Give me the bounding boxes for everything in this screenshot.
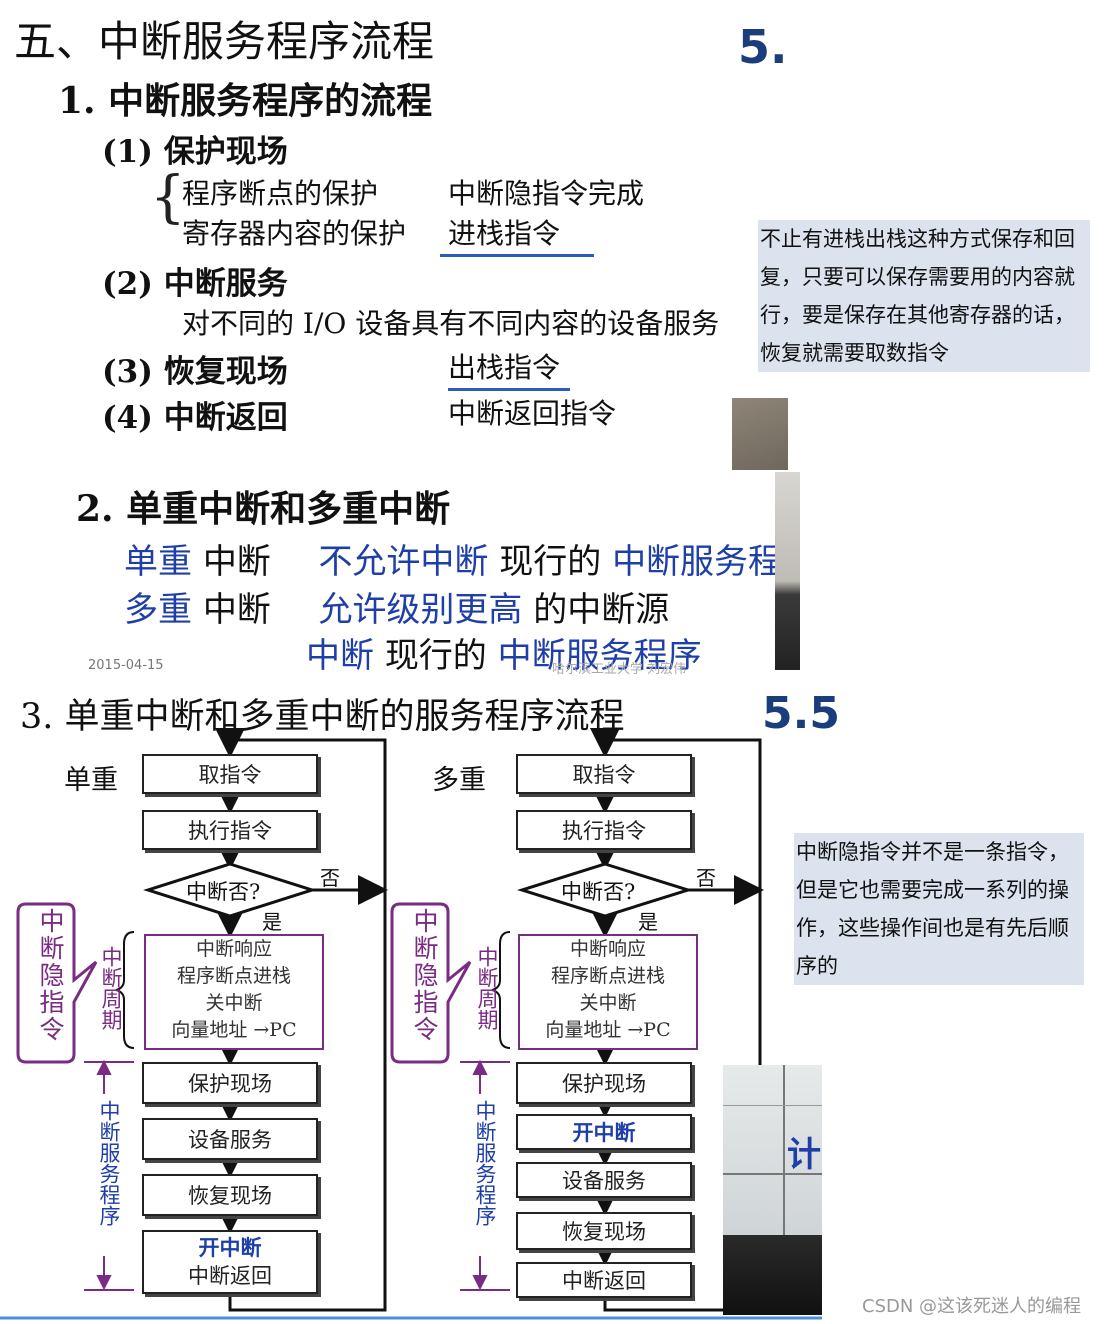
annotation-note-1: 不止有进栈出栈这种方式保存和回复，只要可以保存需要用的内容就行，要是保存在其他寄… [758, 220, 1090, 372]
single-fetch-box: 取指令 [142, 754, 318, 794]
multi-service-box: 设备服务 [516, 1162, 692, 1198]
row-multi-source: 的中断源 [533, 590, 670, 630]
multi-cycle-line-4: 向量地址 →PC [545, 1019, 671, 1041]
multi-hidden-instruction-label: 中断隐指令 [410, 908, 439, 1043]
photo-character: 计 [787, 1135, 821, 1175]
multi-cycle-box: 中断响应 程序断点进栈 关中断 向量地址 →PC [518, 934, 698, 1050]
slide1-title: 五、中断服务程序流程 [14, 17, 435, 66]
row-single-not-allowed: 不允许中断 [318, 542, 489, 582]
single-label: 单重 [64, 765, 118, 796]
multi-label: 多重 [432, 765, 486, 796]
row-multi2-isr: 中断服务程序 [497, 636, 702, 676]
item-breakpoint-left: 程序断点的保护 [182, 177, 379, 210]
step-service-desc: 对不同的 I/O 设备具有不同内容的设备服务 [182, 307, 720, 340]
row-single-term: 单重 [124, 542, 192, 582]
step-return: (4) 中断返回 [102, 400, 288, 436]
single-no-label: 否 [320, 866, 340, 890]
single-cycle-box: 中断响应 程序断点进栈 关中断 向量地址 →PC [144, 934, 324, 1050]
step-restore-right: 出栈指令 [448, 346, 571, 391]
single-return-text: 中断返回 [188, 1264, 272, 1288]
single-cycle-line-1: 中断响应 [195, 938, 272, 960]
video-photo-2 [775, 472, 800, 670]
multi-save-box: 保护现场 [516, 1062, 692, 1104]
single-cycle-line-2: 程序断点进栈 [176, 965, 291, 987]
multi-cycle-line-2: 程序断点进栈 [550, 965, 665, 987]
multi-enable-box: 开中断 [516, 1114, 692, 1150]
row-single-isr: 中断服务程 [612, 542, 783, 582]
row-multi-interrupt: 中断 [202, 590, 271, 630]
multi-fetch-box: 取指令 [516, 754, 692, 794]
single-enable-return-box: 开中断 中断返回 [142, 1230, 318, 1294]
single-isr-label: 中断服务程序 [97, 1100, 121, 1226]
row-multi-allowed: 允许级别更高 [318, 590, 523, 630]
item-register-right: 进栈指令 [440, 212, 595, 257]
single-cycle-line-4: 向量地址 →PC [171, 1019, 297, 1041]
multi-cycle-line-3: 关中断 [579, 992, 637, 1014]
multi-restore-box: 恢复现场 [516, 1212, 692, 1250]
single-save-box: 保护现场 [142, 1062, 318, 1104]
single-decision-text: 中断否? [186, 880, 261, 904]
slide2-subtitle: 2. 单重中断和多重中断 [76, 488, 451, 530]
single-service-box: 设备服务 [142, 1118, 318, 1160]
step-protect: (1) 保护现场 [102, 134, 288, 170]
single-enable-text: 开中断 [198, 1235, 262, 1260]
single-cycle-line-3: 关中断 [205, 992, 263, 1014]
step-service: (2) 中断服务 [102, 266, 288, 302]
multi-isr-label: 中断服务程序 [473, 1100, 497, 1226]
row-single-current: 现行的 [499, 542, 602, 582]
item-breakpoint-right: 中断隐指令完成 [448, 177, 645, 210]
row-single: 单重 中断 不允许中断 现行的 中断服务程 [124, 534, 782, 582]
single-hidden-instruction-label: 中断隐指令 [36, 908, 65, 1043]
single-cycle-label: 中断周期 [99, 946, 123, 1030]
video-photo-1 [732, 398, 788, 470]
slide1-section-number: 5. [738, 20, 788, 74]
slide-footer: 哈尔滨工业大学 刘宏伟 [552, 662, 687, 677]
step-restore: (3) 恢复现场 [102, 354, 288, 390]
row-multi-2: 中断 现行的 中断服务程序 [306, 628, 702, 677]
multi-cycle-line-1: 中断响应 [569, 938, 646, 960]
multi-exec-box: 执行指令 [516, 810, 692, 850]
multi-no-label: 否 [696, 866, 716, 890]
step-return-right: 中断返回指令 [448, 397, 617, 430]
multi-cycle-label: 中断周期 [475, 946, 499, 1030]
row-multi2-current: 现行的 [384, 636, 487, 676]
single-restore-box: 恢复现场 [142, 1174, 318, 1216]
row-single-interrupt: 中断 [202, 542, 271, 582]
slide-date: 2015-04-15 [88, 658, 164, 673]
multi-yes-label: 是 [638, 910, 658, 934]
multi-decision-text: 中断否? [561, 880, 636, 904]
row-multi: 多重 中断 允许级别更高 的中断源 [124, 582, 774, 630]
slide1-subtitle: 1. 中断服务程序的流程 [58, 80, 433, 122]
single-yes-label: 是 [262, 910, 282, 934]
single-exec-box: 执行指令 [142, 810, 318, 850]
item-register-left: 寄存器内容的保护 [182, 217, 407, 250]
multi-return-box: 中断返回 [516, 1262, 692, 1298]
slide3-title: 3. 单重中断和多重中断的服务程序流程 [20, 697, 625, 737]
row-multi-term: 多重 [124, 590, 192, 630]
video-photo-3: 计 [723, 1065, 822, 1315]
curly-brace: { [150, 165, 186, 230]
row-multi2-interrupt: 中断 [306, 636, 374, 676]
csdn-watermark: CSDN @这该死迷人的编程 [862, 1296, 1082, 1317]
annotation-note-2: 中断隐指令并不是一条指令，但是它也需要完成一系列的操作，这些操作间也是有先后顺序… [794, 833, 1084, 985]
